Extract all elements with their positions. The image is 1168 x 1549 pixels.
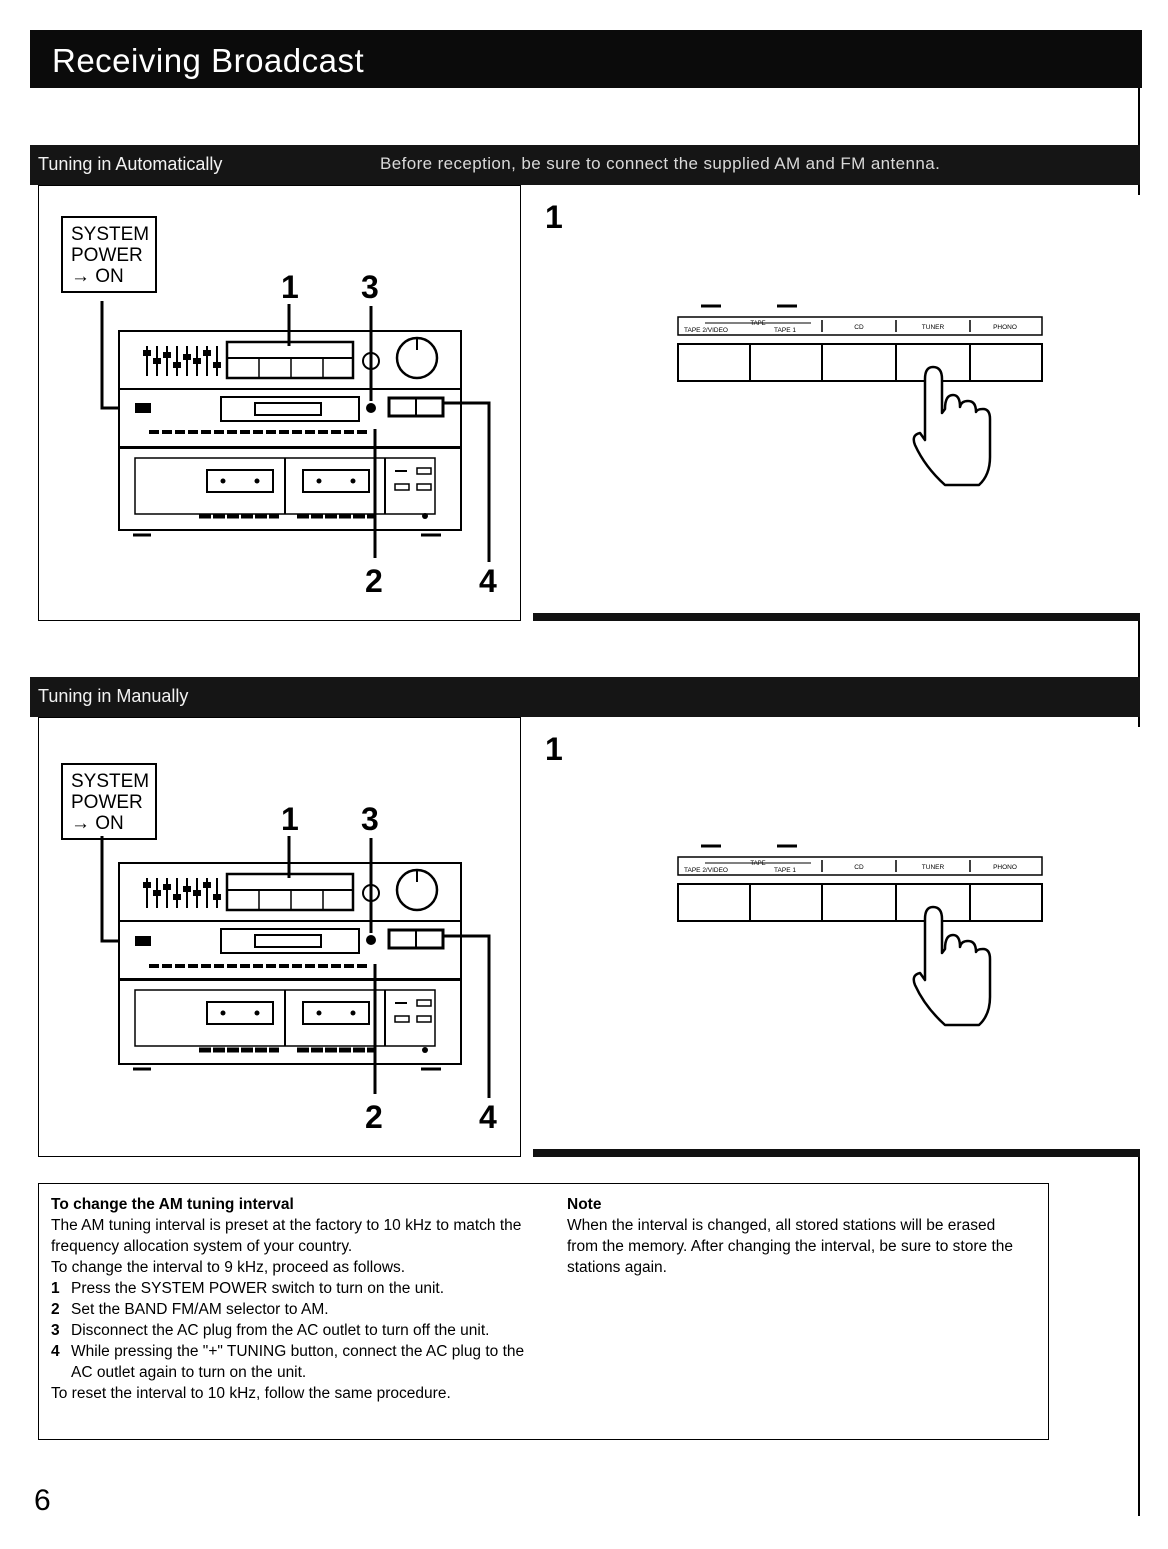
label-cd: CD [854,864,864,871]
callout-2: 2 [365,563,383,599]
step-number: 1 [545,199,563,235]
stereo-illustration-manual: SYSTEM POWER → ON [38,717,521,1157]
label-phono: PHONO [993,324,1017,331]
tape-group-label: TAPE [750,321,765,327]
page-number: 6 [34,1484,51,1517]
note-column: Note When the interval is changed, all s… [567,1194,1029,1278]
am-interval-lead: To change the interval to 9 kHz, proceed… [51,1259,406,1276]
pointing-hand-icon [912,365,992,487]
info-box: To change the AM tuning interval The AM … [38,1183,1049,1440]
section-title-auto: Tuning in Automatically [38,154,223,174]
am-interval-column: To change the AM tuning interval The AM … [51,1194,529,1404]
step-number: 1 [545,731,563,767]
note-text: When the interval is changed, all stored… [567,1217,1013,1276]
callout-4: 4 [479,1099,497,1135]
label-cd: CD [854,324,864,331]
label-tape1: TAPE 1 [774,327,796,334]
label-tape2-video: TAPE 2/VIDEO [684,867,728,874]
am-interval-intro: The AM tuning interval is preset at the … [51,1217,522,1255]
label-tape2-video: TAPE 2/VIDEO [684,327,728,334]
pointing-hand-icon [912,905,992,1027]
section-bar-manual: Tuning in Manually [30,677,1140,717]
callout-4: 4 [479,563,497,599]
label-tuner: TUNER [922,864,945,871]
callout-2: 2 [365,1099,383,1135]
am-interval-reset: To reset the interval to 10 kHz, follow … [51,1385,451,1402]
step-panel-manual: 1 TAPE TAPE 2/VIDEO TAPE 1 CD TUNER PHON… [533,727,1140,1157]
stereo-illustration-auto: SYSTEM POWER → ON [38,185,521,621]
tape-group-label: TAPE [750,861,765,867]
step-panel-auto: 1 TAPE TAPE 2/VIDEO TAPE 1 CD TUNER PHON… [533,195,1140,621]
section-bar-auto: Tuning in Automatically Before reception… [30,145,1140,185]
header-bar: Receiving Broadcast [30,30,1142,88]
label-tuner: TUNER [922,324,945,331]
callout-1: 1 [281,801,299,837]
am-interval-heading: To change the AM tuning interval [51,1196,294,1213]
function-selector-drawing: TAPE TAPE 2/VIDEO TAPE 1 CD TUNER PHONO [677,304,1043,487]
label-tape1: TAPE 1 [774,867,796,874]
section-title-manual: Tuning in Manually [38,686,189,706]
page-title: Receiving Broadcast [52,42,365,79]
callout-3: 3 [361,269,379,305]
system-power-label: SYSTEM POWER → ON [61,763,157,840]
antenna-note: Before reception, be sure to connect the… [380,154,941,173]
note-heading: Note [567,1196,602,1213]
callout-3: 3 [361,801,379,837]
stereo-unit-drawing: 1 3 2 4 [100,801,497,1135]
stereo-unit-drawing: 1 3 2 4 [100,269,497,599]
callout-1: 1 [281,269,299,305]
label-phono: PHONO [993,864,1017,871]
system-power-label: SYSTEM POWER → ON [61,216,157,293]
function-selector-drawing: TAPE TAPE 2/VIDEO TAPE 1 CD TUNER PHONO [677,844,1043,1027]
